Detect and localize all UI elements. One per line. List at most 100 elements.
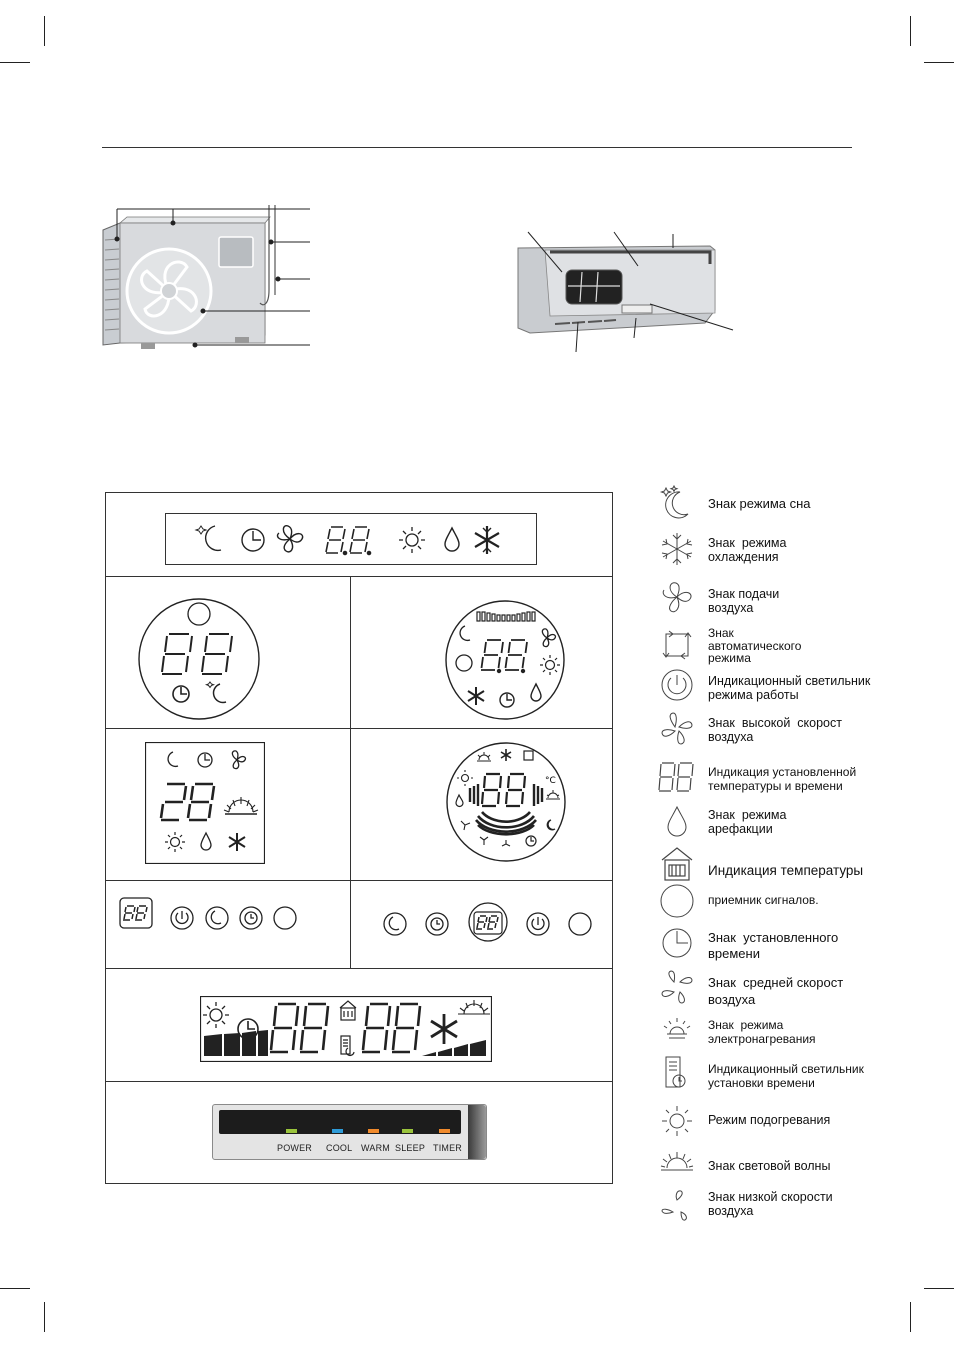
dry-icon	[200, 831, 212, 851]
light-wave-icon	[223, 797, 259, 815]
cool-icon	[467, 687, 485, 705]
legend-electric-heat: Знак режима электронагревания	[708, 1018, 816, 1046]
legend-light-wave: Знак световой волны	[708, 1159, 831, 1173]
display-row-4-left	[119, 897, 297, 930]
heat-icon	[662, 1106, 692, 1136]
warm-led	[368, 1129, 379, 1133]
divider	[105, 968, 613, 969]
display-strip-1	[165, 513, 537, 565]
fan-icon	[460, 820, 471, 831]
legend-temperature: Индикация температуры	[708, 863, 864, 878]
legend-fan: Знак подачи воздуха	[708, 587, 780, 615]
sleep-icon	[459, 625, 471, 642]
crop-mark	[910, 16, 911, 46]
power-icon	[170, 906, 194, 930]
heat-icon	[165, 832, 185, 852]
receiver-icon	[273, 906, 297, 930]
display-round-right	[445, 600, 565, 720]
clock-icon	[172, 685, 190, 703]
cool-icon	[430, 1014, 458, 1044]
fan-icon	[541, 628, 557, 648]
display-long	[200, 996, 492, 1062]
heat-icon	[540, 655, 560, 675]
timer-lamp-icon	[340, 1035, 355, 1056]
cool-icon	[500, 749, 512, 761]
legend-receiver: приемник сигналов.	[708, 893, 819, 907]
fan-high-icon	[661, 712, 693, 745]
fan-icon	[231, 750, 247, 770]
auto-icon	[662, 630, 692, 660]
sleep-icon	[204, 681, 227, 704]
cool-icon	[661, 533, 693, 565]
fan-low-icon	[501, 840, 511, 847]
temperature-icon	[661, 847, 693, 881]
crop-mark	[924, 62, 954, 63]
sleep-icon	[546, 819, 556, 831]
legend-power: Индикационный светильник режима работы	[708, 674, 871, 702]
divider	[105, 728, 613, 729]
crop-mark	[924, 1288, 954, 1289]
crop-mark	[910, 1302, 911, 1332]
sleep-icon	[205, 906, 229, 930]
electric-heat-icon	[663, 1018, 691, 1039]
auto-icon	[523, 750, 534, 761]
led-label-power: POWER	[277, 1143, 313, 1153]
clock-icon	[499, 692, 515, 708]
dry-icon	[667, 805, 687, 837]
display-round-arc: °C	[446, 742, 566, 862]
crop-mark	[0, 62, 30, 63]
fan-icon	[662, 582, 692, 613]
sleep-icon	[167, 751, 179, 768]
fan-mid-icon	[479, 836, 489, 845]
clock-icon	[197, 752, 213, 768]
legend-cool: Знак режима охлаждения	[708, 536, 787, 564]
indoor-unit-illustration	[517, 231, 734, 353]
clock-icon	[662, 928, 692, 958]
divider	[105, 880, 613, 881]
power-icon	[526, 912, 550, 936]
led-label-cool: COOL	[326, 1143, 353, 1153]
timer-lamp-icon	[665, 1056, 686, 1088]
display-round-left	[138, 598, 260, 720]
clock-icon	[525, 835, 537, 847]
legend-auto: Знак автоматического режима	[708, 626, 802, 665]
legend-dry: Знак режима арефакции	[708, 808, 787, 836]
arc-bars	[468, 784, 544, 836]
heat-icon	[399, 527, 425, 553]
cool-icon	[474, 526, 500, 554]
clock-icon	[425, 912, 449, 936]
led-indicator-panel: POWER COOL WARM SLEEP TIMER	[212, 1104, 487, 1160]
power-icon	[661, 669, 693, 701]
clock-icon	[239, 906, 263, 930]
fan-icon	[276, 525, 304, 553]
seven-segment-digits	[159, 782, 216, 822]
light-wave-icon	[546, 790, 560, 800]
crop-mark	[0, 1288, 30, 1289]
light-wave-icon	[458, 1000, 490, 1015]
dry-icon	[444, 526, 460, 552]
receiver-icon	[660, 884, 694, 918]
led-label-sleep: SLEEP	[395, 1143, 426, 1153]
cool-icon	[228, 833, 246, 851]
outdoor-unit-illustration	[102, 205, 310, 349]
display-row-4-right	[383, 902, 592, 942]
led-label-warm: WARM	[361, 1143, 390, 1153]
dry-icon	[530, 682, 542, 702]
timer-led	[439, 1129, 450, 1133]
digits-icon	[658, 762, 694, 792]
seven-segment-digits	[269, 1002, 422, 1054]
legend-heat: Режим подогревания	[708, 1113, 831, 1127]
seven-segment-digits	[480, 772, 527, 808]
heat-icon	[203, 1002, 229, 1028]
receiver-icon	[568, 912, 592, 936]
cool-led	[332, 1129, 343, 1133]
legend-digits: Индикация установленной температуры и вр…	[708, 765, 857, 793]
light-wave-icon	[660, 1152, 694, 1171]
legend-sleep: Знак режима сна	[708, 496, 811, 511]
divider	[350, 576, 351, 968]
legend-timer-lamp: Индикационный светильник установки време…	[708, 1062, 864, 1090]
fan-low-icon	[661, 1190, 687, 1221]
clock-icon	[241, 528, 265, 552]
legend-clock: Знак установленного времени	[708, 930, 839, 961]
celsius-label: °C	[545, 776, 556, 786]
